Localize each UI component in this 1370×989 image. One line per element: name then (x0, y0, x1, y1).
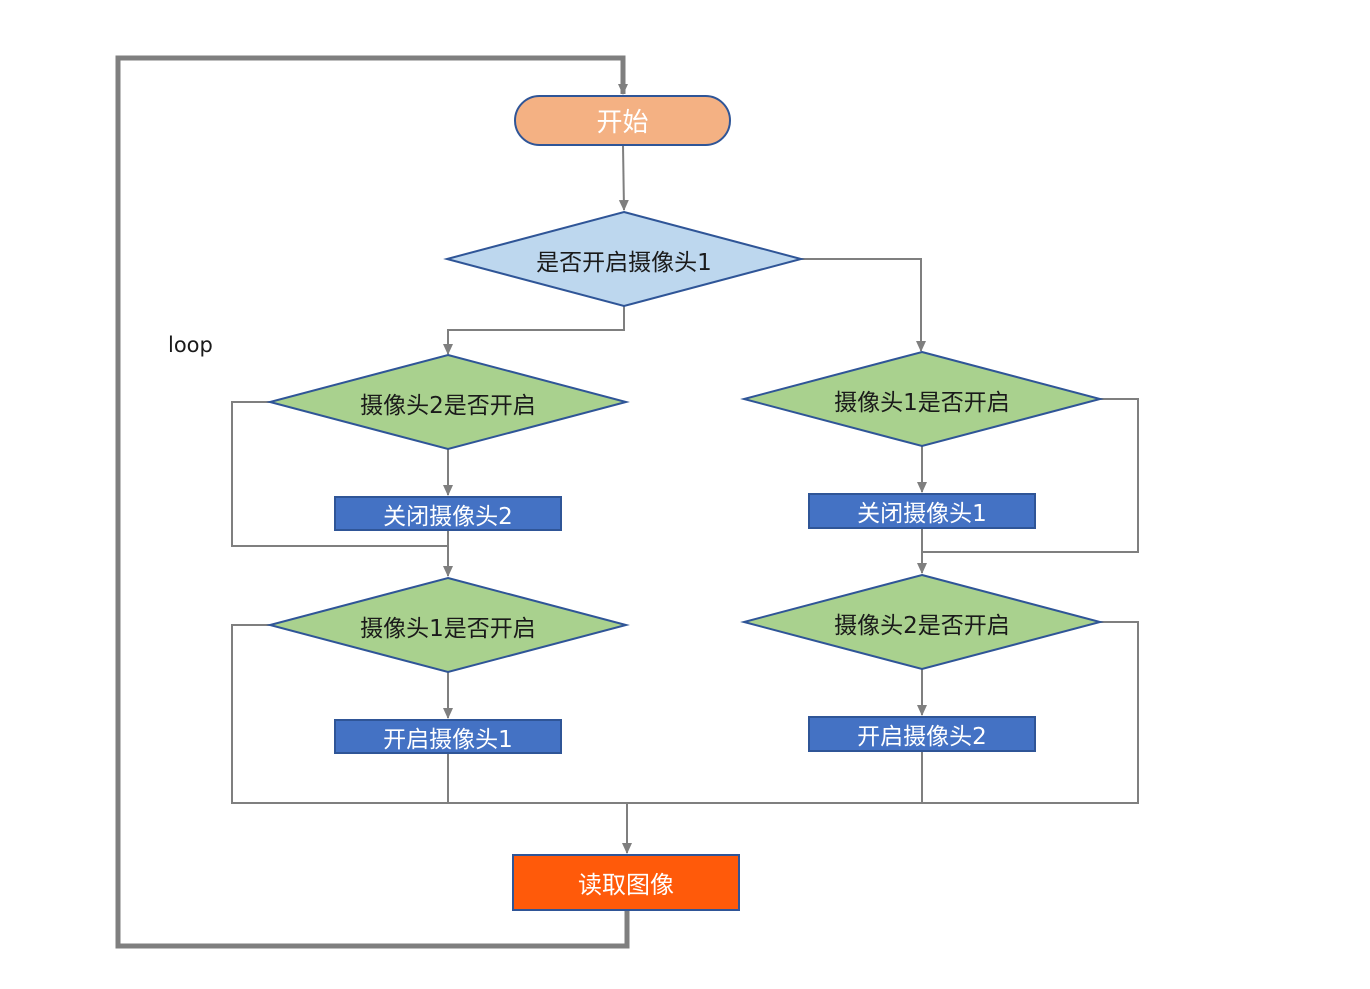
decision-right-cam1 (740, 350, 1104, 448)
process-left-close-cam2-label: 关闭摄像头2 (383, 503, 513, 530)
decision-right-cam1-label: 摄像头1是否开启 (834, 390, 1010, 416)
process-read-image (512, 854, 740, 911)
decision-right-cam2 (740, 573, 1104, 671)
connector-left-d1-bypass (231, 401, 448, 547)
process-right-close-cam1-label: 关闭摄像头1 (857, 501, 987, 527)
process-right-open-cam2-label: 开启摄像头2 (857, 724, 987, 750)
decision-main-label: 是否开启摄像头1 (536, 250, 712, 276)
connector-start-to-decision (618, 144, 629, 211)
process-right-close-cam1 (808, 493, 1036, 529)
loop-label: loop (168, 333, 213, 357)
start-terminal (514, 95, 731, 146)
connector-left-d2-bypass (231, 624, 627, 804)
connector-right-d1-bypass (922, 398, 1139, 553)
connector-main-no (443, 306, 625, 355)
process-left-open-cam1-label: 开启摄像头1 (383, 726, 513, 753)
connector-right-d2-bypass (627, 621, 1139, 804)
decision-right-cam2-label: 摄像头2是否开启 (834, 613, 1010, 639)
decision-left-cam2-label: 摄像头2是否开启 (360, 393, 536, 419)
process-right-open-cam2 (808, 716, 1036, 752)
decision-main (443, 210, 805, 308)
decision-left-cam1-label: 摄像头1是否开启 (360, 616, 536, 642)
start-label: 开始 (596, 108, 649, 138)
decision-left-cam2 (266, 353, 630, 451)
process-left-close-cam2 (334, 496, 562, 531)
process-left-open-cam1 (334, 719, 562, 754)
decision-left-cam1 (266, 576, 630, 674)
loop-connector (115, 55, 630, 949)
process-read-image-label: 读取图像 (578, 871, 674, 899)
connector-main-yes (800, 258, 926, 352)
